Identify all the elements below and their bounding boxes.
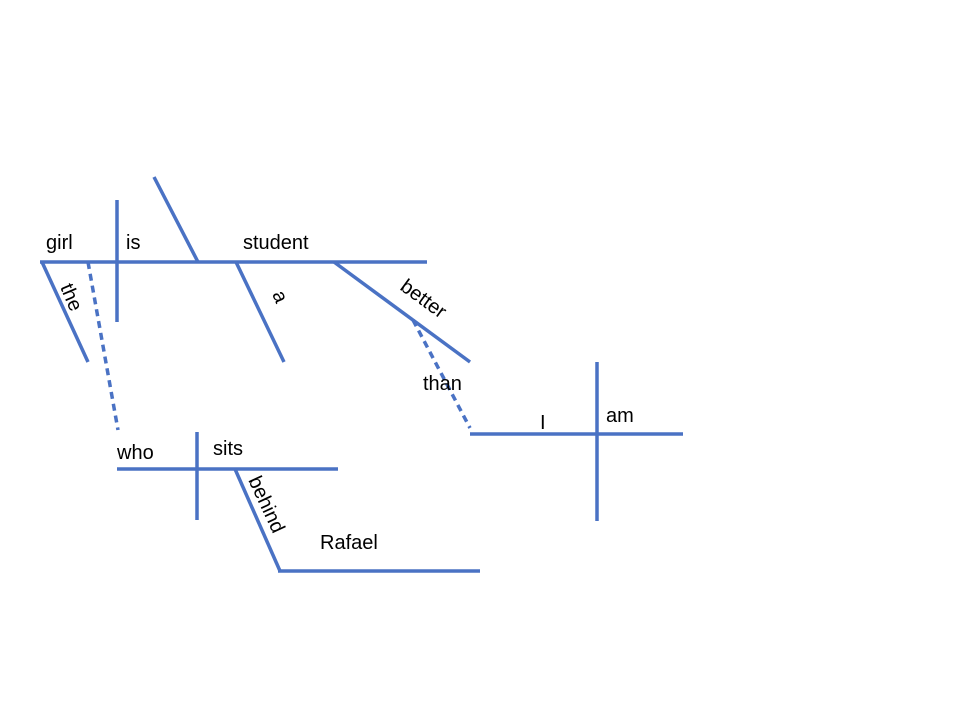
word-better: better xyxy=(396,275,451,323)
than-connector xyxy=(411,319,472,429)
word-a: a xyxy=(267,287,292,307)
word-is: is xyxy=(126,232,140,254)
word-sits: sits xyxy=(213,438,243,460)
modifier-line-a xyxy=(234,261,286,363)
modifier-line-better xyxy=(332,260,472,364)
word-student: student xyxy=(243,232,309,254)
word-girl: girl xyxy=(46,232,73,254)
word-I: I xyxy=(540,412,546,434)
word-the: the xyxy=(55,280,86,314)
diagram-words: girl is student the a better than I am w… xyxy=(46,232,634,554)
preposition-slant xyxy=(233,468,282,572)
relative-connector xyxy=(86,261,120,431)
word-Rafael: Rafael xyxy=(320,532,378,554)
modifier-line-the xyxy=(40,261,90,363)
diagram-lines xyxy=(40,176,683,573)
complement-divider xyxy=(152,176,200,263)
word-than: than xyxy=(423,373,462,395)
word-who: who xyxy=(116,442,154,464)
word-am: am xyxy=(606,405,634,427)
